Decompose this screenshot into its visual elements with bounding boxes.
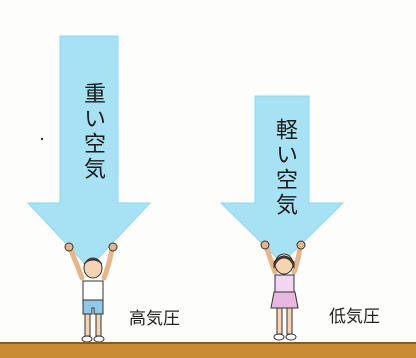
heavy-air-arrow (26, 35, 152, 269)
light-air-arrow (219, 95, 345, 264)
girl-figure (260, 240, 306, 341)
dust-speck (40, 137, 44, 141)
high-pressure-label: 高気圧 (129, 309, 180, 329)
light-air-label: 軽い空気 (272, 118, 297, 218)
boy-figure (64, 242, 118, 343)
low-pressure-label: 低気圧 (329, 307, 380, 327)
heavy-air-label: 重い空気 (80, 82, 105, 182)
ground (0, 342, 416, 358)
